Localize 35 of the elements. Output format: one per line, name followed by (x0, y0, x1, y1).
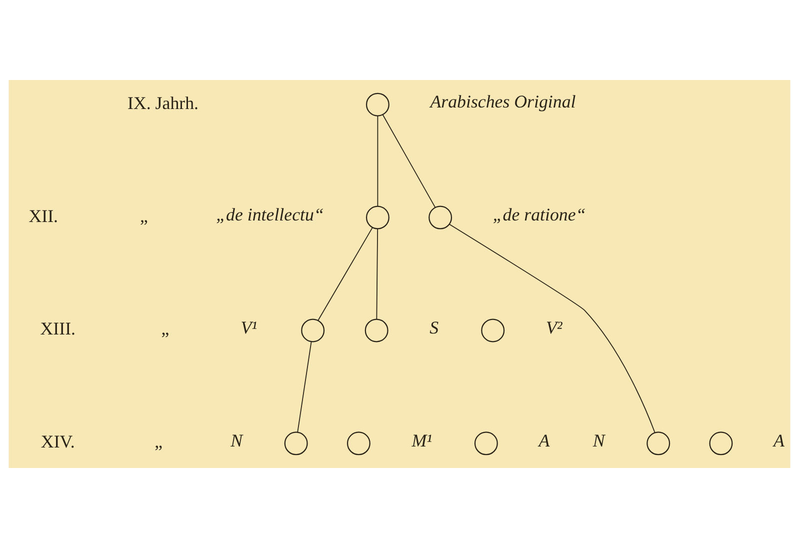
node-circle (474, 431, 498, 455)
node-circle (301, 318, 325, 342)
label: XII. (28, 205, 58, 226)
node-label: Arabisches Original (430, 91, 576, 112)
node-circle (481, 318, 505, 342)
connector (297, 340, 312, 432)
label: XIV. (40, 431, 75, 452)
node-circle (284, 431, 308, 455)
connector (377, 115, 378, 206)
connector (318, 226, 373, 320)
connector (448, 223, 656, 433)
node-label: N (592, 430, 605, 450)
node-circle (364, 318, 388, 342)
node-label: V¹ (240, 317, 258, 338)
label: XIII. (40, 318, 76, 338)
node-label: V² (546, 317, 562, 338)
node-circle (366, 205, 390, 229)
label: „ (161, 318, 170, 338)
node-circle (646, 431, 670, 455)
connector (376, 228, 378, 320)
node-circle (709, 431, 733, 455)
label: „ (140, 205, 148, 226)
node-circle (366, 92, 390, 116)
node-circle (346, 431, 370, 455)
node-label: „de intellectu“ (216, 204, 324, 224)
node-label: S (430, 317, 439, 338)
node-label: A (774, 430, 784, 450)
label: IX. Jahrh. (128, 92, 199, 112)
node-label: A (538, 430, 550, 450)
node-label: N (230, 430, 243, 450)
connector (382, 114, 436, 208)
node-label: „de ratione“ (492, 204, 586, 224)
label: „ (154, 431, 163, 452)
node-circle (428, 205, 452, 229)
node-label: M¹ (412, 430, 432, 450)
